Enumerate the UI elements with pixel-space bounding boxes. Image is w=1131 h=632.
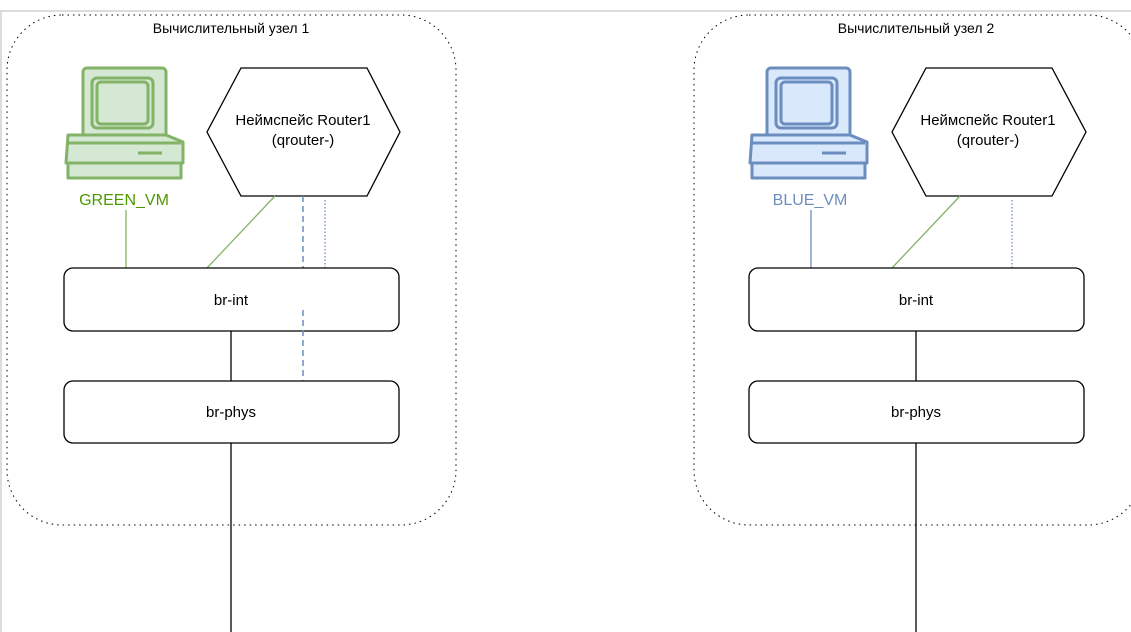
router-namespace-1[interactable] — [206, 67, 401, 197]
node-2-title: Вычислительный узел 2 — [838, 20, 995, 36]
compute-node-2: Вычислительный узел 2 BLUE_VM Неймспейс … — [693, 14, 1131, 632]
router-namespace-2[interactable] — [891, 67, 1087, 197]
router-2-name: Неймспейс Router1 — [920, 112, 1055, 129]
br-int-label-2: br-int — [899, 292, 934, 309]
router-2-subname: (qrouter-) — [957, 132, 1020, 149]
node-1-title: Вычислительный узел 1 — [153, 20, 310, 36]
blue-vm-label: BLUE_VM — [773, 192, 848, 209]
br-phys-label-2: br-phys — [891, 404, 941, 421]
green-vm-label: GREEN_VM — [79, 192, 169, 209]
computer-icon[interactable] — [748, 66, 869, 180]
router-1-name: Неймспейс Router1 — [235, 112, 370, 129]
br-phys-label-1: br-phys — [206, 404, 256, 421]
router-1-green-link — [206, 195, 276, 269]
router-1-subname: (qrouter-) — [272, 132, 335, 149]
router-2-green-link — [891, 195, 961, 269]
br-int-label-1: br-int — [214, 292, 249, 309]
compute-node-1: Вычислительный узел 1 GREEN_VM Неймспейс… — [6, 14, 457, 632]
computer-icon[interactable] — [64, 66, 185, 180]
